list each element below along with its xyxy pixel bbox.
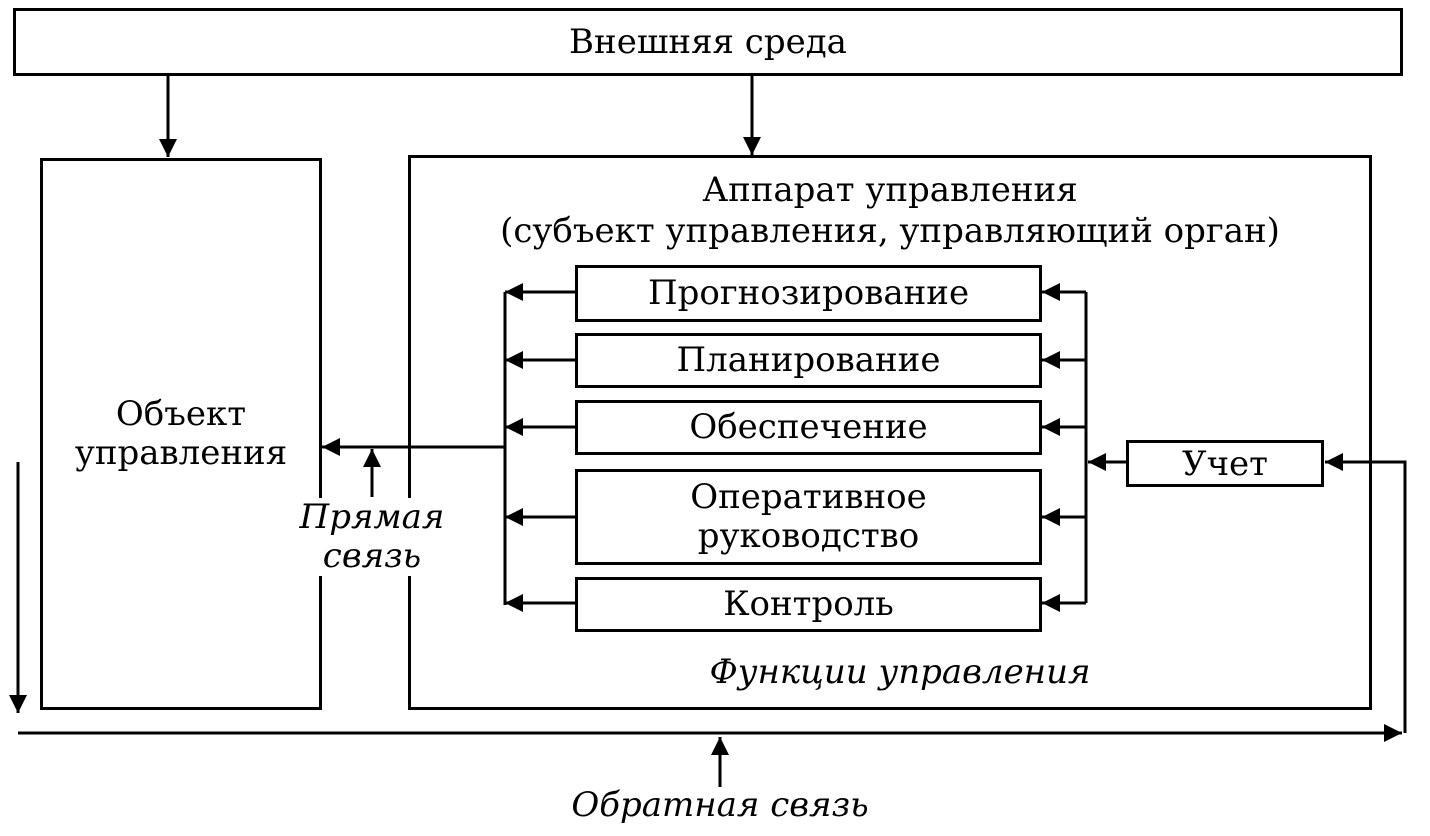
feedback-label: Обратная связь bbox=[571, 785, 869, 825]
direct-link-line1: Прямая bbox=[299, 497, 445, 537]
function-box-planning: Планирование bbox=[575, 333, 1042, 388]
function-box-provision: Обеспечение bbox=[575, 400, 1042, 455]
function-label-operational-management: Оперативное руководство bbox=[690, 476, 927, 556]
accounting-label: Учет bbox=[1182, 443, 1268, 484]
function-label-planning: Планирование bbox=[676, 339, 941, 380]
function-label-control: Контроль bbox=[723, 583, 894, 624]
feedback-right-up bbox=[1325, 453, 1407, 733]
control-object-label-line1: Объект bbox=[115, 393, 247, 434]
control-object-box: Объект управления bbox=[40, 158, 322, 710]
management-apparatus-line1: Аппарат управления bbox=[702, 170, 1078, 210]
management-apparatus-title: Аппарат управления (субъект управления, … bbox=[410, 170, 1370, 252]
function-box-operational-management: Оперативное руководство bbox=[575, 469, 1042, 565]
external-environment-box: Внешняя среда bbox=[13, 8, 1403, 76]
direct-link-line2: связь bbox=[322, 536, 422, 577]
functions-caption: Функции управления bbox=[709, 652, 1091, 692]
external-environment-label: Внешняя среда bbox=[569, 22, 847, 62]
control-object-label-line2: управления bbox=[74, 433, 288, 473]
function-box-forecasting: Прогнозирование bbox=[575, 265, 1042, 322]
function-label-provision: Обеспечение bbox=[689, 406, 928, 447]
accounting-box: Учет bbox=[1126, 440, 1324, 487]
direct-link-label: Прямая связь bbox=[262, 497, 482, 577]
function-box-control: Контроль bbox=[575, 577, 1042, 632]
management-apparatus-box bbox=[408, 155, 1372, 710]
function-label-forecasting: Прогнозирование bbox=[647, 272, 970, 313]
management-apparatus-line2: (субъект управления, управляющий орган) bbox=[500, 210, 1280, 251]
